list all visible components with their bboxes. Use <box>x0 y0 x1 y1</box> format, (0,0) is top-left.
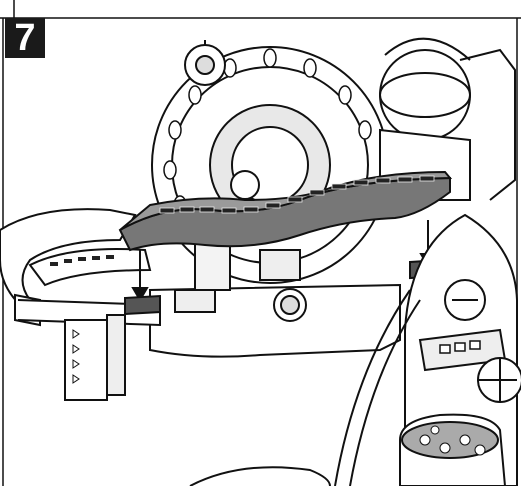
wheel-structure <box>151 40 389 284</box>
bottom-cake <box>399 413 507 486</box>
front-rail <box>189 289 421 486</box>
gray-track-piece <box>118 170 453 252</box>
down-arrow-left <box>131 250 149 302</box>
step-number-badge: 7 <box>5 18 45 58</box>
left-ramp <box>0 208 161 401</box>
